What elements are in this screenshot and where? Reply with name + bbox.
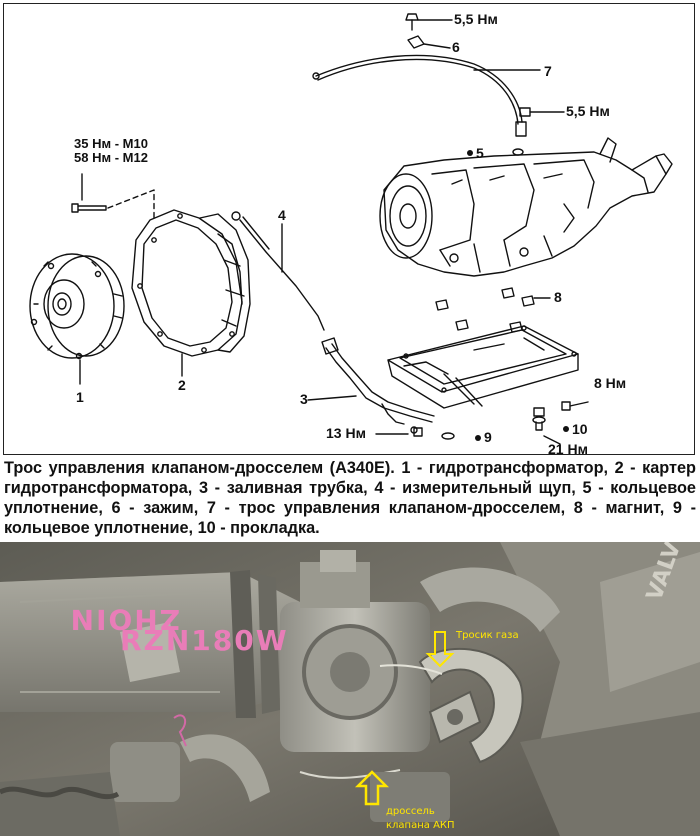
torque-plug-b: 21 Нм bbox=[548, 441, 588, 456]
callout-6: 6 bbox=[452, 39, 460, 55]
callout-9: 9 bbox=[484, 429, 492, 445]
chalk-mark-model: RZN180W bbox=[120, 624, 289, 657]
arrow-gas-cable bbox=[425, 631, 455, 668]
torque-plug-a: 8 Нм bbox=[594, 375, 626, 391]
throttle-cam bbox=[418, 647, 524, 764]
dipstick bbox=[231, 211, 325, 331]
throttle-cable bbox=[312, 54, 527, 137]
transmission-case bbox=[379, 137, 673, 277]
exploded-diagram: 5,5 Нм 6 7 5,5 Нм 5 35 Нм - М10 58 Нм - … bbox=[29, 11, 673, 456]
callout-10: 10 bbox=[572, 421, 588, 437]
magnets bbox=[435, 287, 535, 333]
callout-1: 1 bbox=[76, 389, 84, 405]
annotation-throttle-line2: клапана АКП bbox=[386, 820, 455, 831]
torque-cable-bolt: 5,5 Нм bbox=[566, 103, 610, 119]
engine-photo-illustration: VALV bbox=[0, 542, 700, 836]
callout-3: 3 bbox=[300, 391, 308, 407]
torque-tube-bolt: 13 Нм bbox=[326, 425, 366, 441]
torque-bolt-m12: 58 Нм - М12 bbox=[74, 150, 148, 165]
callout-2: 2 bbox=[178, 377, 186, 393]
filler-tube bbox=[321, 337, 435, 434]
torque-converter bbox=[29, 253, 125, 360]
throttle-body bbox=[280, 550, 430, 752]
callout-4: 4 bbox=[278, 207, 286, 223]
diagram-panel: 5,5 Нм 6 7 5,5 Нм 5 35 Нм - М10 58 Нм - … bbox=[3, 3, 695, 456]
callout-7: 7 bbox=[544, 63, 552, 79]
chalk-mark-mirrored: ZHOIN bbox=[69, 603, 180, 636]
converter-housing bbox=[131, 209, 251, 357]
torque-clamp-bolt: 5,5 Нм bbox=[454, 11, 498, 27]
callout-8: 8 bbox=[554, 289, 562, 305]
arrow-throttle-valve bbox=[354, 770, 390, 806]
callout-5: 5 bbox=[476, 145, 484, 161]
figure-caption: Трос управления клапаном-дросселем (А340… bbox=[4, 459, 696, 537]
engine-photo: VALV bbox=[0, 542, 700, 836]
annotation-gas-cable: Тросик газа bbox=[455, 630, 519, 641]
annotation-throttle-line1: дроссель bbox=[386, 806, 435, 817]
oil-pan bbox=[387, 325, 579, 409]
housing-bolt bbox=[71, 203, 107, 213]
torque-bolt-m10: 35 Нм - М10 bbox=[74, 136, 148, 151]
